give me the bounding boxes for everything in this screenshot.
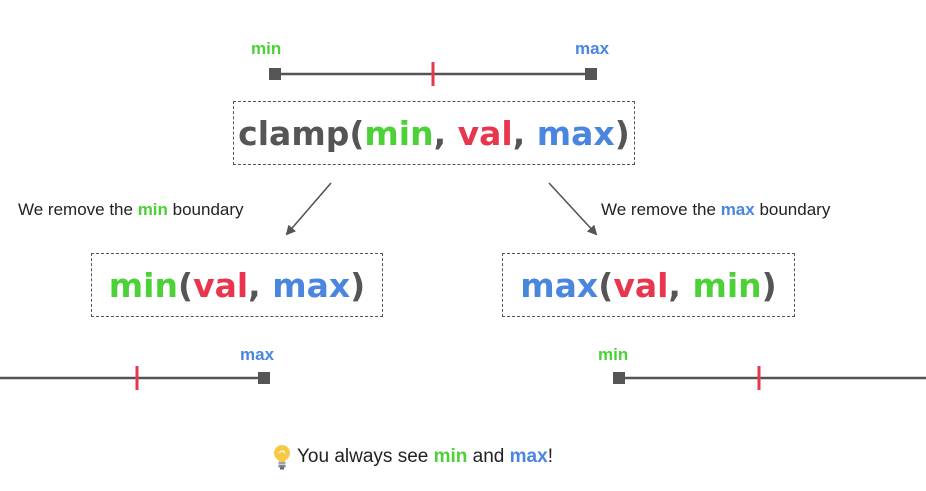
min-expression-box: min(val, max) (91, 253, 383, 317)
left-caption-pre: We remove the (18, 200, 138, 219)
right-caption: We remove the max boundary (601, 200, 830, 220)
separator: , (248, 265, 273, 305)
separator: , (668, 265, 693, 305)
footer-note: You always see min and max! (271, 444, 553, 470)
right-line-min-label: min (598, 345, 629, 364)
paren-open: ( (598, 265, 614, 305)
arg-max: max (536, 113, 615, 153)
separator: , (433, 113, 458, 153)
left-caption: We remove the min boundary (18, 200, 244, 220)
max-fn-name: max (520, 265, 599, 305)
top-min-endpoint (269, 68, 281, 80)
separator: , (512, 113, 537, 153)
arg-val: val (457, 113, 513, 153)
right-caption-post: boundary (754, 200, 831, 219)
arg-min: min (364, 113, 434, 153)
paren-open: ( (349, 113, 365, 153)
top-min-label: min (251, 39, 282, 58)
footer-mid: and (467, 446, 510, 467)
paren-close: ) (614, 113, 630, 153)
arg-val: val (193, 265, 249, 305)
left-max-endpoint (258, 372, 270, 384)
footer-max: max (509, 446, 548, 467)
top-max-endpoint (585, 68, 597, 80)
footer-pre: You always see (297, 446, 434, 467)
footer-min: min (433, 446, 468, 467)
left-line-max-label: max (240, 345, 275, 364)
arrow-left (285, 182, 332, 236)
arrow-right (548, 182, 598, 236)
max-expression-box: max(val, min) (502, 253, 795, 317)
right-min-endpoint (613, 372, 625, 384)
clamp-fn-name: clamp (238, 113, 350, 153)
top-max-label: max (575, 39, 610, 58)
arg-max: max (272, 265, 351, 305)
paren-close: ) (350, 265, 366, 305)
left-caption-post: boundary (167, 200, 244, 219)
paren-open: ( (177, 265, 194, 305)
right-caption-pre: We remove the (601, 200, 721, 219)
lightbulb-icon (271, 444, 293, 470)
right-caption-key: max (720, 200, 755, 219)
min-fn-name: min (108, 265, 178, 305)
left-caption-key: min (137, 200, 168, 219)
footer-post: ! (547, 446, 553, 467)
clamp-expression-box: clamp(min, val, max) (233, 101, 635, 165)
paren-close: ) (761, 265, 777, 305)
arg-min: min (692, 265, 762, 305)
arg-val: val (613, 265, 669, 305)
